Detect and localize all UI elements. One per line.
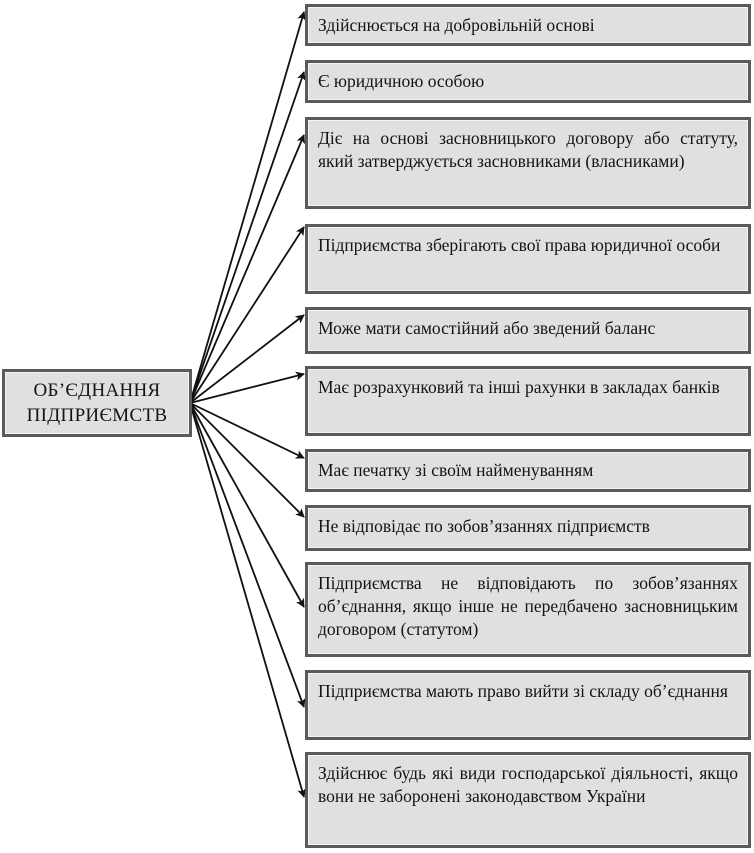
source-label-line1: ОБ’ЄДНАННЯ [33, 380, 161, 401]
item-text: Підприємства зберігають свої права юриди… [318, 235, 721, 255]
source-label: ОБ’ЄДНАННЯ ПІДПРИЄМСТВ [27, 378, 168, 428]
item-text: Має розрахунковий та інші рахунки в закл… [318, 377, 720, 397]
item-text: Є юридичною особою [318, 71, 485, 91]
item-text: Здійснює будь які види господарської дія… [318, 763, 738, 806]
item-text: Підприємства мають право вийти зі складу… [318, 681, 728, 701]
arrow-to-item-1 [189, 11, 307, 404]
arrow-to-item-3 [189, 134, 305, 404]
arrow-to-item-9 [189, 402, 305, 608]
source-box: ОБ’ЄДНАННЯ ПІДПРИЄМСТВ [2, 369, 192, 437]
item-text: Здійснюється на добровільній основі [318, 15, 595, 35]
item-box-2: Є юридичною особою [305, 60, 751, 103]
item-box-3: Діє на основі засновницького договору аб… [305, 117, 751, 209]
item-text: Має печатку зі своїм найменуванням [318, 460, 594, 480]
item-text: Не відповідає по зобов’язаннях підприємс… [318, 516, 650, 536]
arrow-to-item-5 [189, 314, 305, 404]
source-label-line2: ПІДПРИЄМСТВ [26, 405, 168, 426]
item-text: Підприємства не відповідають по зобов’яз… [318, 573, 738, 639]
arrow-to-item-2 [189, 71, 306, 404]
item-box-9: Підприємства не відповідають по зобов’яз… [305, 562, 751, 657]
item-text: Може мати самостійний або зведений балан… [318, 318, 656, 338]
arrow-to-item-11 [189, 402, 307, 798]
arrow-to-item-7 [189, 402, 305, 459]
arrow-to-item-10 [189, 402, 306, 708]
arrow-to-item-4 [189, 226, 305, 404]
item-box-11: Здійснює будь які види господарської дія… [305, 752, 751, 848]
item-box-5: Може мати самостійний або зведений балан… [305, 307, 751, 354]
item-box-8: Не відповідає по зобов’язаннях підприємс… [305, 505, 751, 551]
item-text: Діє на основі засновницького договору аб… [318, 128, 738, 171]
arrow-to-item-8 [189, 402, 305, 518]
arrow-to-item-6 [189, 371, 305, 404]
item-box-10: Підприємства мають право вийти зі складу… [305, 670, 751, 740]
item-box-4: Підприємства зберігають свої права юриди… [305, 224, 751, 294]
item-box-7: Має печатку зі своїм найменуванням [305, 449, 751, 492]
item-box-6: Має розрахунковий та інші рахунки в закл… [305, 366, 751, 436]
item-box-1: Здійснюється на добровільній основі [305, 4, 751, 46]
